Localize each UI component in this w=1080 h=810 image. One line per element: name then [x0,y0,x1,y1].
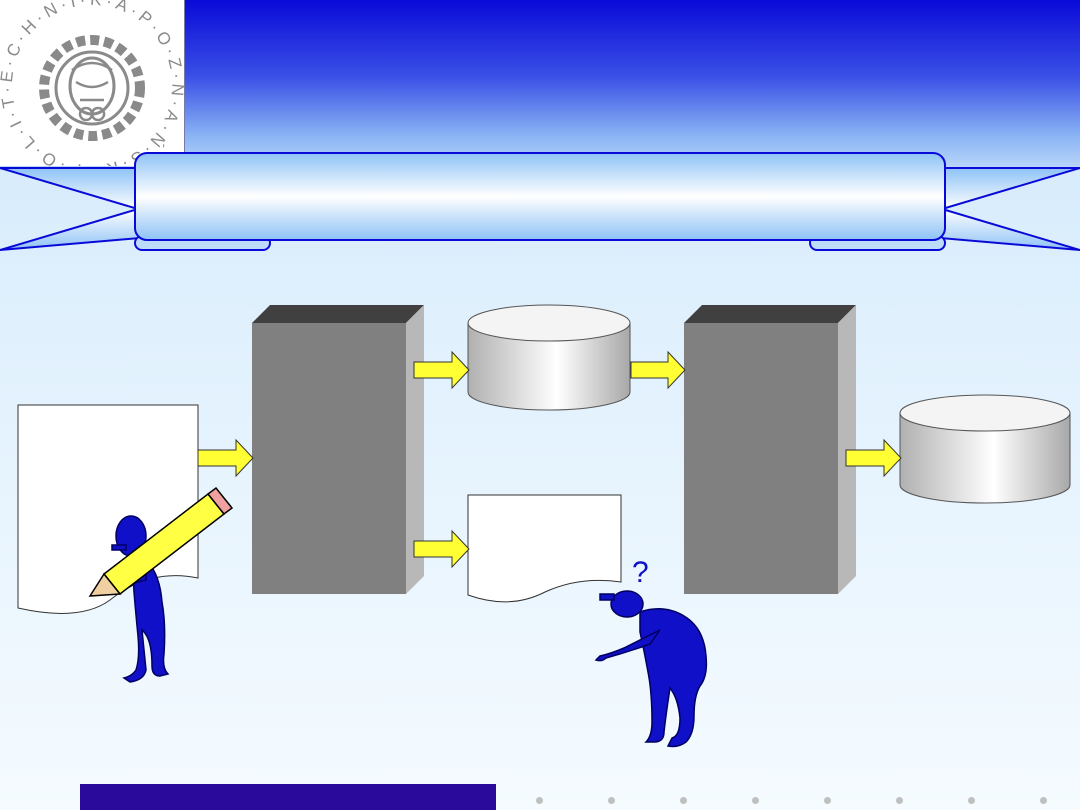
question-mark-glyph: ? [632,556,649,589]
confused-figure-question-icon: ? [594,556,708,748]
arrow-block1-to-database1 [413,350,470,390]
footer-dot [608,797,615,804]
arrow-database1-to-block2 [630,350,686,390]
footer-dot [752,797,759,804]
footer-dot [824,797,831,804]
database-1 [467,304,631,411]
footer-dot [536,797,543,804]
politechnika-seal-icon: P·O·L·I·T·E·C·H·N·I·K·A·P·O·Z·N·A·Ń·S·K·… [0,0,183,180]
arrow-block2-to-database2 [845,438,902,478]
output-document [467,494,622,603]
arrow-document-to-block1 [197,438,254,478]
process-block-1 [252,305,424,594]
footer-bar [80,784,496,810]
footer-dot [680,797,687,804]
logo-panel: P·O·L·I·T·E·C·H·N·I·K·A·P·O·Z·N·A·Ń·S·K·… [0,0,185,180]
footer-dot [1040,797,1047,804]
writing-figure-with-pencil-icon [88,486,234,683]
footer-dot [968,797,975,804]
arrow-block1-to-output-document [413,529,470,569]
title-ribbon [0,152,1080,251]
database-2 [899,394,1071,504]
footer-dot [896,797,903,804]
process-block-2 [684,305,856,594]
